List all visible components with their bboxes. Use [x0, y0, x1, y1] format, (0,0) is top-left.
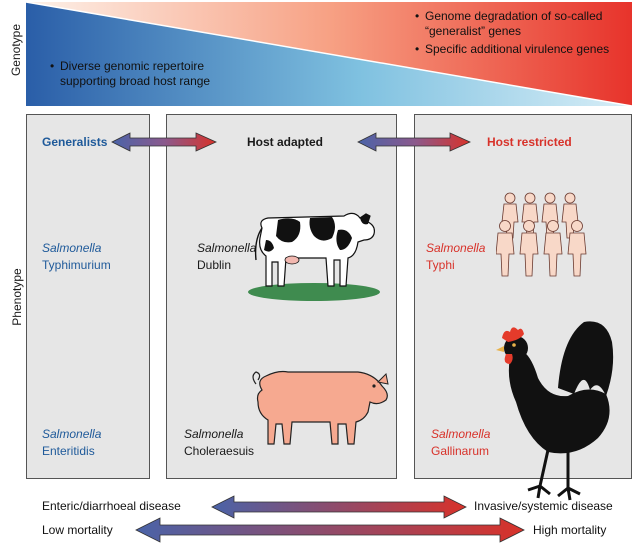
generalists-title: Generalists: [42, 135, 108, 149]
generalists-panel: [26, 114, 150, 479]
broad-repertoire-line1: Diverse genomic repertoire: [60, 59, 205, 73]
mortality-spectrum-arrow: [135, 517, 525, 543]
enteric-disease-label: Enteric/diarrhoeal disease: [42, 499, 181, 513]
low-mortality-label: Low mortality: [42, 523, 113, 537]
typhimurium-label: Salmonella Typhimurium: [42, 240, 111, 274]
invasive-disease-label: Invasive/systemic disease: [474, 499, 613, 513]
typhimurium-genus: Salmonella: [42, 241, 102, 255]
genotype-band: [25, 1, 633, 107]
dublin-genus: Salmonella: [197, 241, 257, 255]
typhi-label: Salmonella Typhi: [426, 240, 485, 274]
broad-repertoire-line2: supporting broad host range: [60, 74, 211, 88]
gallinarum-label: Salmonella Gallinarum: [431, 426, 490, 460]
virulence-genes-line1: Specific additional virulence genes: [425, 42, 610, 56]
cow-icon: [248, 212, 380, 301]
choleraesuis-label: Salmonella Choleraesuis: [184, 426, 254, 460]
chicken-icon: [496, 321, 614, 501]
genome-degradation-line2: “generalist” genes: [425, 24, 522, 38]
typhimurium-serovar: Typhimurium: [42, 258, 111, 272]
dublin-label: Salmonella Dublin: [197, 240, 256, 274]
choleraesuis-genus: Salmonella: [184, 427, 244, 441]
wedge-divider: [25, 1, 633, 107]
genome-degradation-line1: Genome degradation of so-called: [425, 9, 603, 23]
generalists-to-host-adapted-arrow: [111, 132, 217, 152]
typhi-serovar: Typhi: [426, 258, 455, 272]
enteritidis-label: Salmonella Enteritidis: [42, 426, 101, 460]
gallinarum-genus: Salmonella: [431, 427, 491, 441]
host-adapted-to-restricted-arrow: [357, 132, 471, 152]
host-adapted-title: Host adapted: [247, 135, 324, 149]
enteritidis-serovar: Enteritidis: [42, 444, 95, 458]
host-restricted-title: Host restricted: [487, 135, 572, 149]
typhi-genus: Salmonella: [426, 241, 486, 255]
choleraesuis-serovar: Choleraesuis: [184, 444, 255, 458]
humans-icon: [496, 192, 587, 277]
disease-spectrum-arrow: [211, 495, 467, 519]
enteritidis-genus: Salmonella: [42, 427, 102, 441]
dublin-serovar: Dublin: [197, 258, 232, 272]
high-mortality-label: High mortality: [533, 523, 607, 537]
gallinarum-serovar: Gallinarum: [431, 444, 490, 458]
pig-icon: [252, 370, 389, 445]
